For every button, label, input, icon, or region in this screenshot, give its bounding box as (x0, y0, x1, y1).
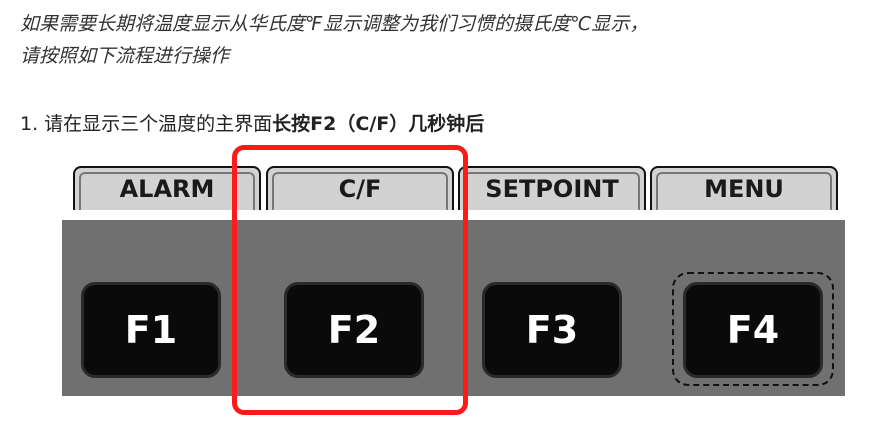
step-1-prefix: 1. 请在显示三个温度的主界面 (20, 113, 273, 135)
f2-highlight-box (232, 145, 468, 415)
f2-button[interactable]: F2 (284, 282, 424, 378)
tab-cf[interactable]: C/F (266, 166, 454, 210)
step-1-instruction: 1. 请在显示三个温度的主界面长按F2（C/F）几秒钟后 (20, 110, 484, 138)
f4-button[interactable]: F4 (683, 282, 823, 378)
intro-line-2: 请按照如下流程进行操作 (20, 45, 230, 67)
tab-menu[interactable]: MENU (650, 166, 838, 210)
step-1-bold: 长按F2（C/F）几秒钟后 (272, 113, 485, 135)
tab-alarm-label: ALARM (119, 175, 215, 203)
f4-focus-outline (672, 272, 834, 386)
tab-setpoint[interactable]: SETPOINT (458, 166, 646, 210)
f3-button[interactable]: F3 (482, 282, 622, 378)
tab-alarm[interactable]: ALARM (73, 166, 261, 210)
tab-menu-label: MENU (704, 175, 784, 203)
tab-setpoint-label: SETPOINT (485, 175, 619, 203)
intro-line-1: 如果需要长期将温度显示从华氏度℉显示调整为我们习惯的摄氏度℃显示， (20, 13, 649, 35)
intro-text: 如果需要长期将温度显示从华氏度℉显示调整为我们习惯的摄氏度℃显示， 请按照如下流… (20, 8, 860, 72)
f1-button[interactable]: F1 (81, 282, 221, 378)
tab-cf-label: C/F (338, 175, 382, 203)
